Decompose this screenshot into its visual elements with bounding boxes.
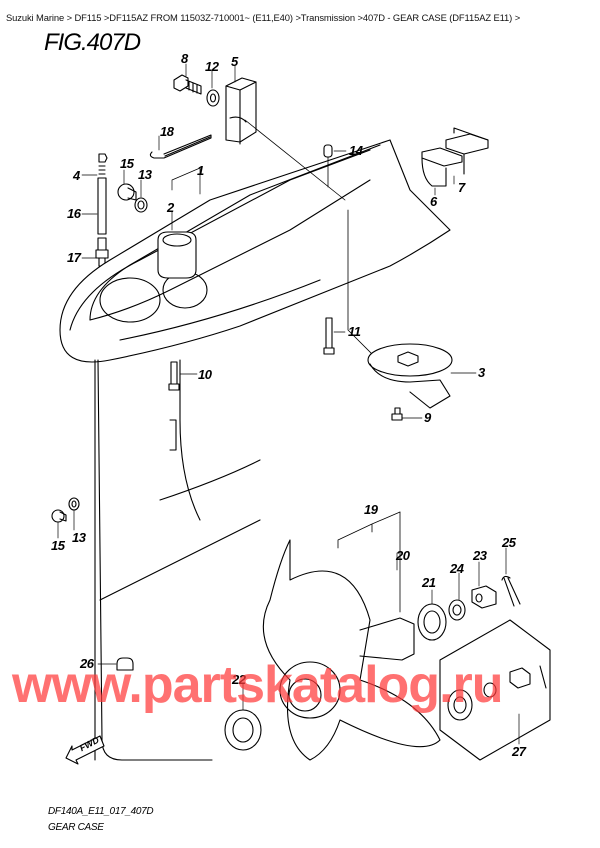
figure-code: DF140A_E11_017_407D xyxy=(48,806,154,817)
callout-9[interactable]: 9 xyxy=(424,410,431,425)
propeller-icon[interactable] xyxy=(262,539,441,761)
part-27-kit-icon[interactable] xyxy=(439,619,551,761)
part-3-trim-tab-icon[interactable] xyxy=(367,343,453,409)
figure-title: FIG.407D xyxy=(44,29,141,56)
callout-17[interactable]: 17 xyxy=(67,250,81,265)
callout-3[interactable]: 3 xyxy=(478,365,485,380)
callout-7[interactable]: 7 xyxy=(458,180,465,195)
callout-6[interactable]: 6 xyxy=(430,194,437,209)
part-24-washer-icon[interactable] xyxy=(448,599,466,621)
part-16-rod-icon[interactable] xyxy=(97,177,107,235)
callout-15-bottom[interactable]: 15 xyxy=(51,538,65,553)
callout-8[interactable]: 8 xyxy=(181,51,188,66)
callout-19[interactable]: 19 xyxy=(364,502,378,517)
part-10-bolt-icon[interactable] xyxy=(168,361,180,391)
callout-25[interactable]: 25 xyxy=(502,535,516,550)
part-18-cable-tie-icon[interactable] xyxy=(149,134,212,159)
part-11-bolt-icon[interactable] xyxy=(323,317,335,355)
callout-23[interactable]: 23 xyxy=(473,548,487,563)
callout-1[interactable]: 1 xyxy=(197,163,204,178)
callout-27[interactable]: 27 xyxy=(512,744,526,759)
callout-21[interactable]: 21 xyxy=(422,575,436,590)
callout-13-top[interactable]: 13 xyxy=(138,167,152,182)
part-9-nut-icon[interactable] xyxy=(391,407,403,421)
callout-22[interactable]: 22 xyxy=(232,672,246,687)
callout-20[interactable]: 20 xyxy=(396,548,410,563)
callout-16[interactable]: 16 xyxy=(67,206,81,221)
part-17-fitting-icon[interactable] xyxy=(95,237,109,267)
fwd-arrow-icon xyxy=(65,735,105,765)
callout-12[interactable]: 12 xyxy=(205,59,219,74)
gear-case-housing-icon[interactable] xyxy=(59,139,451,761)
part-21-thrust-washer-icon[interactable] xyxy=(417,603,447,641)
part-7-cover-icon[interactable] xyxy=(445,127,489,175)
callout-18[interactable]: 18 xyxy=(160,124,174,139)
part-14-pin-icon[interactable] xyxy=(323,144,333,158)
callout-5[interactable]: 5 xyxy=(231,54,238,69)
callout-10[interactable]: 10 xyxy=(198,367,212,382)
part-13-drain-gasket-icon[interactable] xyxy=(68,497,80,511)
part-5-anode-icon[interactable] xyxy=(225,77,257,145)
part-8-bolt-icon[interactable] xyxy=(173,74,202,95)
callout-2[interactable]: 2 xyxy=(167,200,174,215)
callout-15-top[interactable]: 15 xyxy=(120,156,134,171)
callout-14[interactable]: 14 xyxy=(349,143,363,158)
watermark: www.partskatalog.ru xyxy=(12,656,504,714)
callout-4[interactable]: 4 xyxy=(73,168,80,183)
part-13-gasket-icon[interactable] xyxy=(134,197,148,213)
part-26-plug-icon[interactable] xyxy=(116,657,134,671)
callout-11[interactable]: 11 xyxy=(348,324,361,339)
figure-name: GEAR CASE xyxy=(48,822,104,833)
breadcrumb: Suzuki Marine > DF115 >DF115AZ FROM 1150… xyxy=(6,12,521,23)
part-4-stud-icon[interactable] xyxy=(98,153,108,175)
part-15-plug-icon[interactable] xyxy=(117,183,137,201)
callout-24[interactable]: 24 xyxy=(450,561,464,576)
part-25-cotter-pin-icon[interactable] xyxy=(501,575,521,607)
part-22-spacer-icon[interactable] xyxy=(224,709,262,751)
callout-26[interactable]: 26 xyxy=(80,656,94,671)
part-23-nut-icon[interactable] xyxy=(471,585,497,609)
callout-13-bottom[interactable]: 13 xyxy=(72,530,86,545)
part-12-washer-icon[interactable] xyxy=(206,89,220,107)
part-15-drain-plug-icon[interactable] xyxy=(51,509,67,523)
part-6-cover-icon[interactable] xyxy=(421,147,463,187)
